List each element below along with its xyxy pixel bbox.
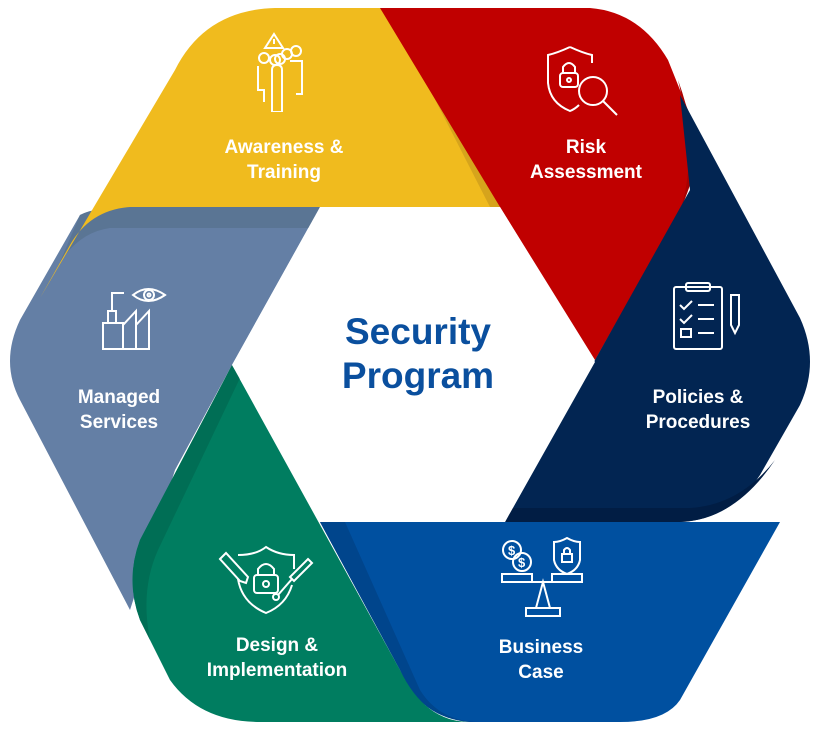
segment-policies-shade bbox=[505, 460, 775, 522]
segment-design-implementation bbox=[132, 365, 470, 722]
svg-text:$: $ bbox=[508, 543, 516, 558]
label-line-1: Managed bbox=[77, 387, 161, 408]
label-design-implementation: Design & Implementation bbox=[207, 633, 347, 683]
svg-text:$: $ bbox=[518, 555, 526, 570]
people-warning-icon bbox=[250, 32, 312, 112]
segment-business-shade bbox=[320, 522, 480, 722]
label-business-case: Business Case bbox=[499, 635, 583, 685]
label-line-2: Training bbox=[247, 162, 321, 183]
segment-policies-procedures bbox=[505, 95, 810, 522]
center-hexagon bbox=[232, 207, 595, 522]
segment-managed-shade bbox=[60, 207, 320, 262]
label-policies-procedures: Policies & Procedures bbox=[646, 385, 751, 435]
segment-business-case bbox=[320, 522, 780, 722]
label-line-2: Assessment bbox=[530, 162, 642, 183]
factory-eye-icon bbox=[100, 285, 170, 351]
label-line-1: Awareness & bbox=[224, 137, 344, 158]
balance-scale-icon: $ $ bbox=[500, 536, 586, 624]
label-awareness-training: Awareness & Training bbox=[225, 135, 344, 185]
center-title: Security Program bbox=[342, 310, 494, 398]
label-risk-assessment: Risk Assessment bbox=[530, 135, 642, 185]
label-managed-services: Managed Services bbox=[78, 385, 160, 435]
center-title-line-2: Program bbox=[341, 355, 495, 396]
label-line-1: Risk bbox=[565, 137, 607, 158]
label-line-2: Case bbox=[518, 662, 564, 683]
clipboard-checklist-icon bbox=[672, 281, 744, 351]
center-title-line-1: Security bbox=[344, 311, 491, 352]
segment-managed-services bbox=[10, 207, 320, 610]
label-line-2: Procedures bbox=[645, 412, 751, 433]
segment-risk-assessment bbox=[300, 8, 694, 360]
shield-lock-magnifier-icon bbox=[545, 45, 625, 117]
shield-lock-tools-icon bbox=[216, 545, 316, 615]
segment-design-shade bbox=[132, 365, 240, 640]
label-line-2: Implementation bbox=[206, 660, 348, 681]
label-line-1: Design & bbox=[235, 635, 319, 656]
label-line-2: Services bbox=[79, 412, 159, 433]
label-line-1: Business bbox=[498, 637, 584, 658]
segment-awareness-training bbox=[40, 8, 500, 298]
label-line-1: Policies & bbox=[652, 387, 744, 408]
